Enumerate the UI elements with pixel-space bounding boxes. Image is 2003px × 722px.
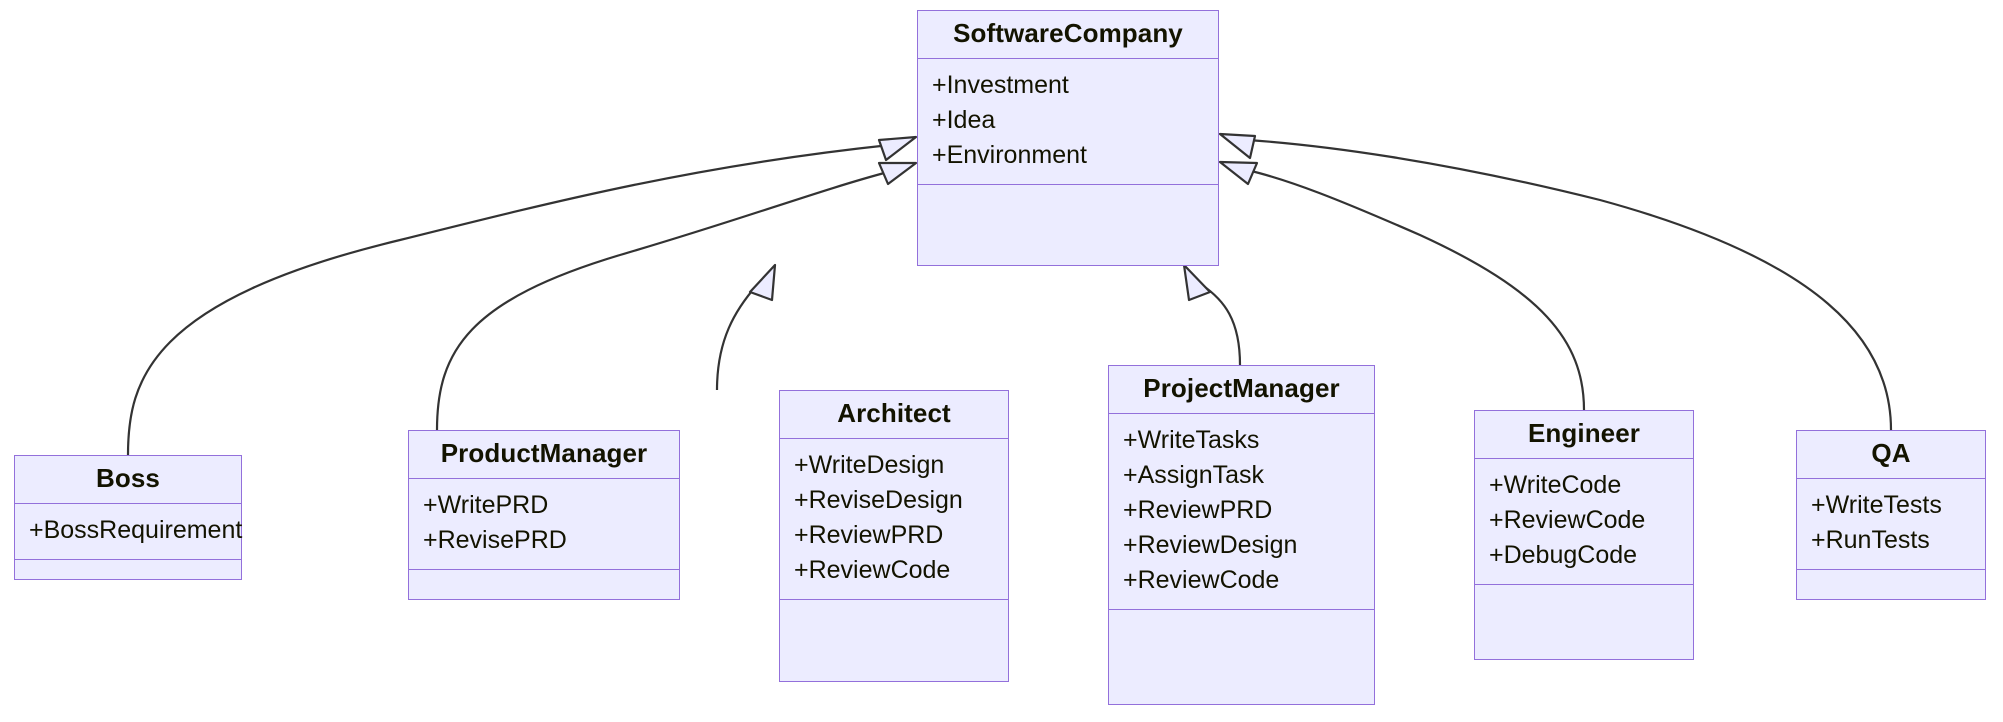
class-attribute: +WritePRD bbox=[423, 491, 549, 519]
class-title-engineer: Engineer bbox=[1475, 411, 1693, 459]
class-attributes-softwarecompany: +Investment +Idea +Environment bbox=[918, 59, 1218, 185]
class-methods-productmanager bbox=[409, 570, 679, 599]
class-title-boss: Boss bbox=[15, 456, 241, 504]
class-attributes-productmanager: +WritePRD +RevisePRD bbox=[409, 479, 679, 570]
class-box-qa[interactable]: QA +WriteTests +RunTests bbox=[1796, 430, 1986, 600]
class-methods-engineer bbox=[1475, 585, 1693, 659]
class-methods-architect bbox=[780, 600, 1008, 681]
class-methods-boss bbox=[15, 560, 241, 579]
edge-projectmanager-to-softwarecompany bbox=[1182, 263, 1242, 366]
class-attribute: +WriteTasks bbox=[1123, 426, 1260, 454]
class-attribute: +ReviewCode bbox=[1489, 506, 1646, 534]
class-attribute: +DebugCode bbox=[1489, 541, 1638, 569]
class-attribute: +ReviewCode bbox=[794, 556, 951, 584]
class-box-engineer[interactable]: Engineer +WriteCode +ReviewCode +DebugCo… bbox=[1474, 410, 1694, 660]
class-box-softwarecompany[interactable]: SoftwareCompany +Investment +Idea +Envir… bbox=[917, 10, 1219, 266]
class-attributes-qa: +WriteTests +RunTests bbox=[1797, 479, 1985, 570]
class-attribute: +RevisePRD bbox=[423, 526, 567, 554]
class-title-productmanager: ProductManager bbox=[409, 431, 679, 479]
class-attribute: +ReviewPRD bbox=[1123, 496, 1273, 524]
class-title-qa: QA bbox=[1797, 431, 1985, 479]
class-attributes-architect: +WriteDesign +ReviseDesign +ReviewPRD +R… bbox=[780, 439, 1008, 600]
class-attribute: +WriteDesign bbox=[794, 451, 945, 479]
class-box-architect[interactable]: Architect +WriteDesign +ReviseDesign +Re… bbox=[779, 390, 1009, 682]
class-title-projectmanager: ProjectManager bbox=[1109, 366, 1374, 414]
class-attributes-engineer: +WriteCode +ReviewCode +DebugCode bbox=[1475, 459, 1693, 585]
class-attribute: +ReviewPRD bbox=[794, 521, 944, 549]
class-title-architect: Architect bbox=[780, 391, 1008, 439]
class-box-projectmanager[interactable]: ProjectManager +WriteTasks +AssignTask +… bbox=[1108, 365, 1375, 705]
class-methods-qa bbox=[1797, 570, 1985, 599]
class-box-productmanager[interactable]: ProductManager +WritePRD +RevisePRD bbox=[408, 430, 680, 600]
class-attribute: +BossRequirement bbox=[29, 516, 243, 544]
class-attribute: +ReviseDesign bbox=[794, 486, 963, 514]
class-attributes-projectmanager: +WriteTasks +AssignTask +ReviewPRD +Revi… bbox=[1109, 414, 1374, 610]
class-attribute: +RunTests bbox=[1811, 526, 1930, 554]
class-methods-softwarecompany bbox=[918, 185, 1218, 265]
class-box-boss[interactable]: Boss +BossRequirement bbox=[14, 455, 242, 580]
class-attribute: +ReviewDesign bbox=[1123, 531, 1298, 559]
class-attribute: +WriteTests bbox=[1811, 491, 1942, 519]
edge-architect-to-softwarecompany bbox=[715, 263, 777, 391]
class-attribute: +Environment bbox=[932, 141, 1087, 169]
class-title-softwarecompany: SoftwareCompany bbox=[918, 11, 1218, 59]
class-attribute: +ReviewCode bbox=[1123, 566, 1280, 594]
class-attributes-boss: +BossRequirement bbox=[15, 504, 243, 560]
class-attribute: +Idea bbox=[932, 106, 996, 134]
class-attribute: +AssignTask bbox=[1123, 461, 1265, 489]
class-methods-projectmanager bbox=[1109, 610, 1374, 704]
class-attribute: +Investment bbox=[932, 71, 1069, 99]
class-attribute: +WriteCode bbox=[1489, 471, 1622, 499]
